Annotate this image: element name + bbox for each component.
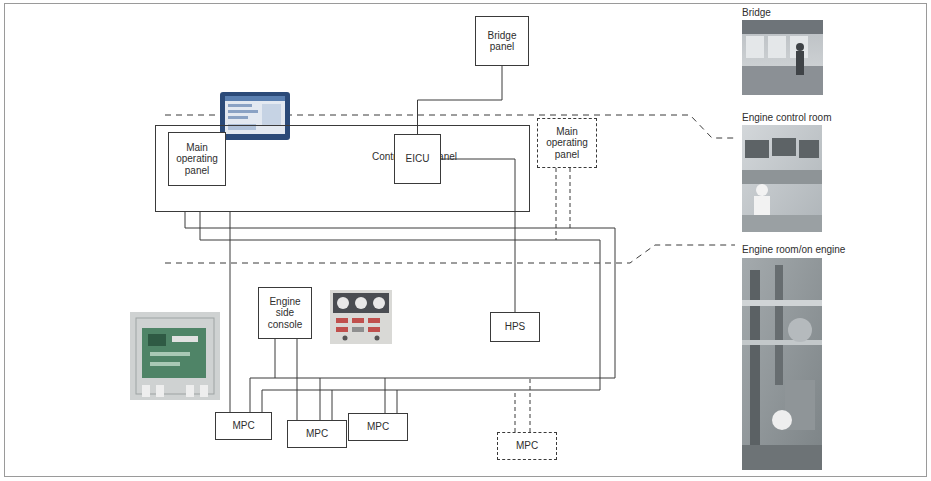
box-label: Engine side console — [259, 296, 311, 331]
optional-bus — [515, 168, 570, 432]
zone-divider — [165, 245, 735, 263]
unit-box: MPC — [287, 420, 347, 448]
box-label: MPC — [232, 420, 254, 432]
unit-box: HPS — [490, 312, 540, 342]
connector-line — [441, 159, 515, 312]
network-bus — [185, 212, 615, 420]
touchscreen-photo — [220, 92, 290, 140]
engine-room-photo — [742, 258, 822, 470]
unit-box: EICU — [394, 134, 441, 184]
connector-line — [297, 339, 298, 420]
box-label: MPC — [306, 428, 328, 440]
box-label: Main operating panel — [169, 142, 225, 177]
console-photo — [330, 290, 392, 344]
box-label: Bridge panel — [476, 30, 528, 53]
unit-box: MPC — [215, 412, 272, 440]
figure-frame — [5, 4, 927, 477]
unit-box: Engine side console — [258, 287, 312, 339]
connector-line — [418, 66, 503, 134]
zone-label: Bridge — [742, 7, 771, 19]
unit-box: MPC — [348, 413, 408, 441]
box-label: MPC — [516, 440, 538, 452]
zone-label: Engine room/on engine — [742, 244, 845, 256]
unit-box: Main operating panel — [168, 132, 226, 186]
bridge-photo — [742, 20, 823, 95]
unit-box: Bridge panel — [475, 16, 529, 66]
connector-line — [230, 212, 231, 412]
unit-box: MPC — [497, 432, 557, 460]
panel-box: Control room panelMain operating panelEI… — [155, 125, 530, 212]
box-label: Main operating panel — [538, 126, 596, 161]
unit-box: Main operating panel — [537, 118, 597, 168]
box-label: HPS — [505, 321, 526, 333]
control-room-photo — [742, 125, 822, 232]
box-label: MPC — [367, 421, 389, 433]
zone-label: Engine control room — [742, 112, 832, 124]
mpc-photo — [130, 312, 220, 400]
box-label: EICU — [406, 153, 430, 165]
